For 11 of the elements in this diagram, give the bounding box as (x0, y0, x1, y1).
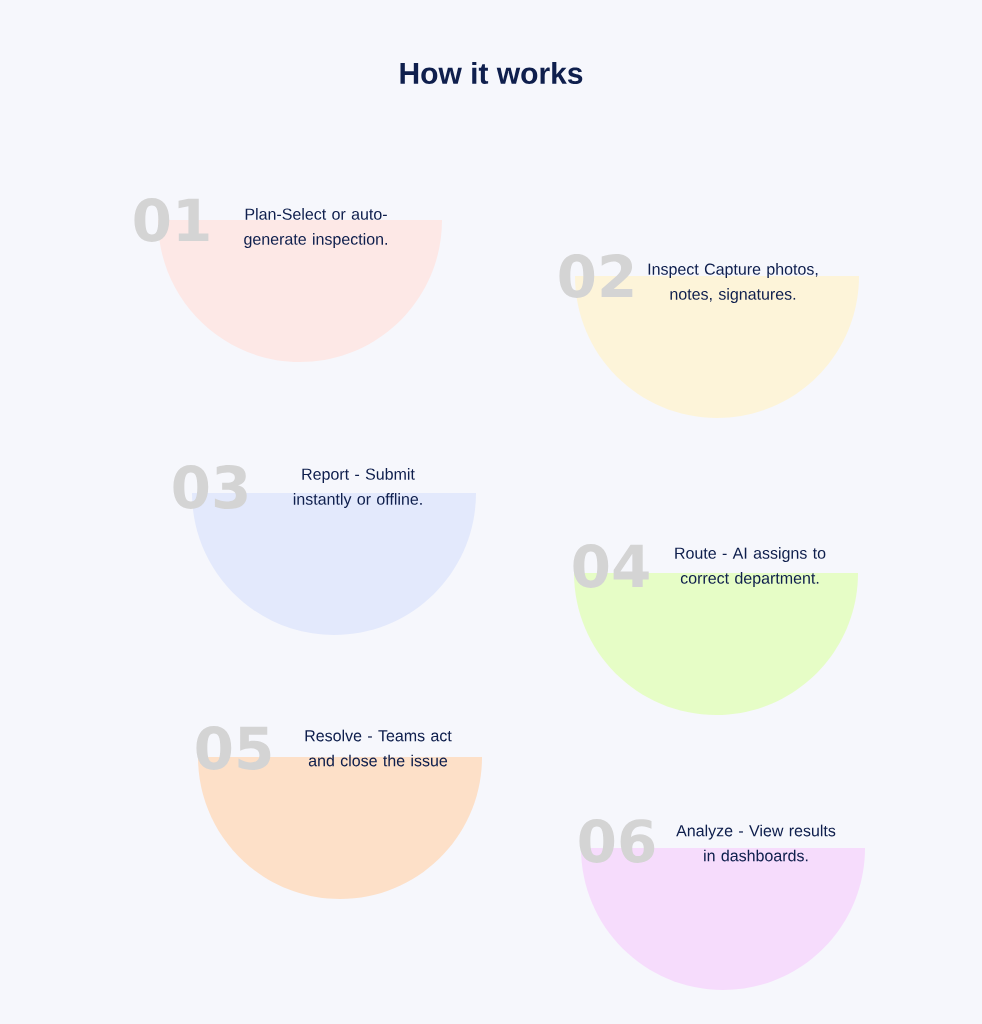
step-card (196, 726, 482, 899)
step-card (579, 819, 865, 990)
step-text: Resolve - Teams act and close the issue (305, 729, 452, 767)
step-text: Plan-Select or auto-generate inspection. (244, 208, 387, 248)
step-card (559, 254, 859, 418)
step-card (573, 544, 858, 715)
step-text: Report - Submit instantly or offline. (293, 468, 422, 508)
step-text: Route - AI assigns to correct department. (675, 547, 826, 587)
step-text: Inspect Capture photos, notes, signatures. (648, 263, 818, 303)
step-text: Analyze - View results in dashboards. (676, 824, 836, 862)
title: How it works (400, 62, 583, 84)
